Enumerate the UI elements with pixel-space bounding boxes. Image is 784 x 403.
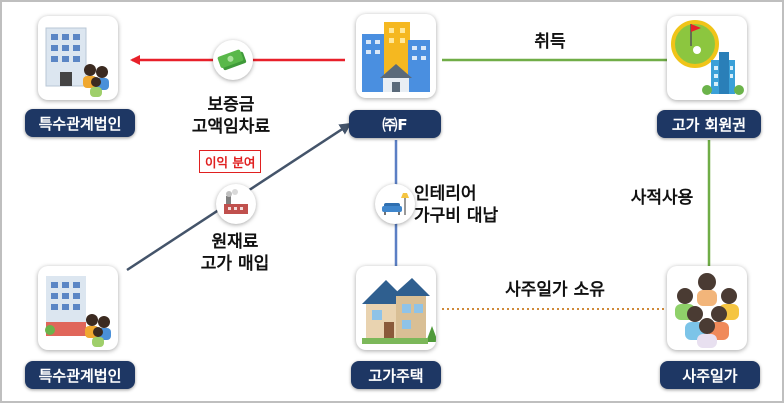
membership-label: 고가 회원권 — [657, 110, 761, 138]
factory-circle — [216, 184, 256, 224]
corp-top-label: 특수관계법인 — [25, 109, 135, 137]
interior-line2: 가구비 대납 — [414, 206, 499, 226]
raw-material-label: 원재료 고가 매입 — [190, 231, 280, 275]
corp-bottom-card — [38, 266, 118, 350]
office-building-icon — [45, 27, 109, 97]
deposit-line2: 고액임차료 — [191, 117, 271, 137]
corp-bottom-label: 특수관계법인 — [25, 361, 135, 389]
factory-icon — [224, 189, 248, 214]
raw-material-line2: 고가 매입 — [200, 254, 270, 274]
office-building-icon — [45, 276, 111, 347]
company-f-label: ㈜F — [349, 110, 441, 138]
raw-material-line1: 원재료 — [211, 232, 259, 252]
house-icon — [362, 278, 436, 344]
money-circle — [213, 40, 253, 80]
golf-course-icon — [671, 20, 744, 95]
interior-circle — [375, 184, 415, 224]
house-card — [356, 266, 436, 350]
deposit-label: 보증금 고액임차료 — [170, 94, 292, 138]
interior-label: 인테리어 가구비 대납 — [414, 183, 534, 227]
sofa-lamp-icon — [382, 193, 409, 215]
money-icon — [217, 49, 247, 71]
owner-family-card — [667, 266, 747, 350]
interior-line1: 인테리어 — [414, 184, 477, 204]
company-building-icon — [362, 22, 430, 92]
private-use-label: 사적사용 — [630, 188, 694, 208]
company-f-card — [356, 14, 436, 98]
deposit-line1: 보증금 — [207, 95, 255, 115]
corp-top-card — [38, 16, 118, 100]
acquisition-label: 취득 — [534, 32, 566, 52]
family-people-icon — [675, 273, 739, 348]
profit-sharing-badge: 이익 분여 — [199, 150, 262, 173]
family-owned-label: 사주일가 소유 — [505, 280, 605, 300]
owner-family-label: 사주일가 — [660, 361, 760, 389]
house-label: 고가주택 — [351, 361, 441, 389]
membership-card — [667, 16, 747, 100]
